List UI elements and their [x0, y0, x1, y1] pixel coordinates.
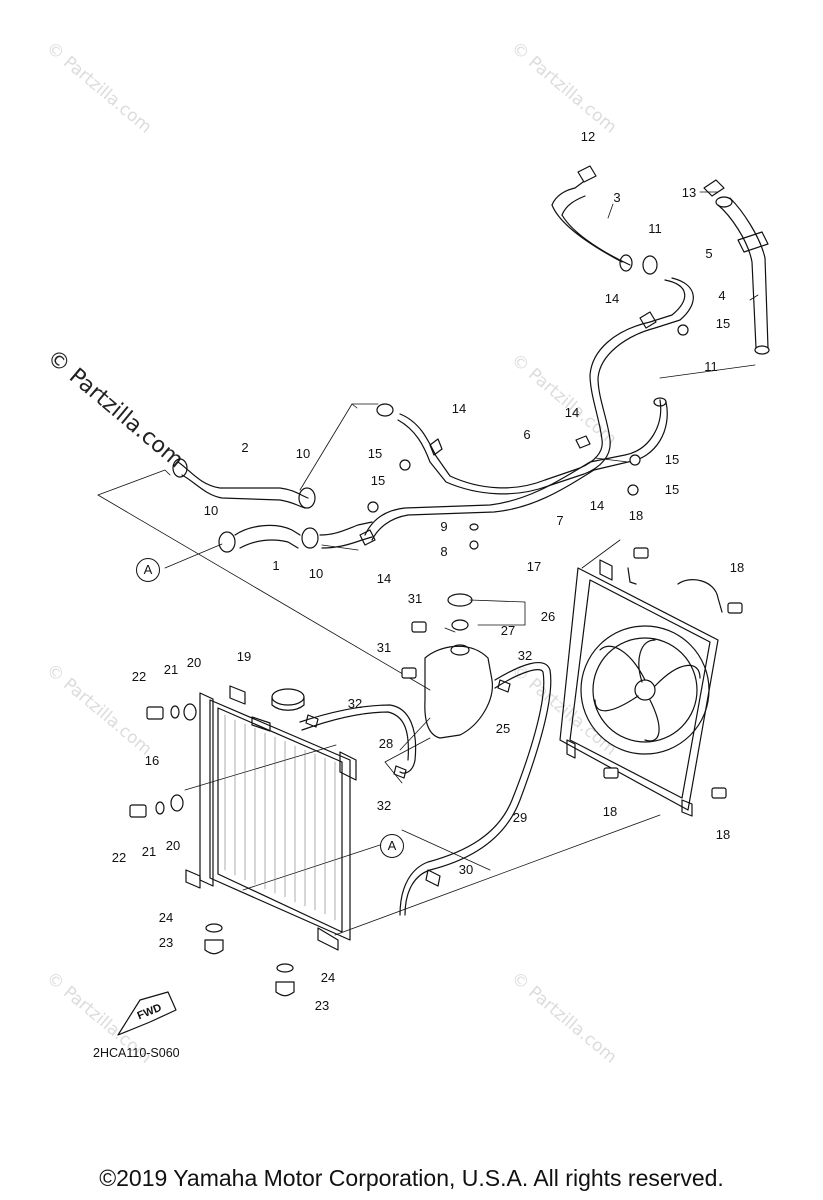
grommet-24: [205, 923, 294, 973]
callout-21: 21: [141, 844, 157, 859]
callout-24: 24: [158, 910, 174, 925]
grommet-23: [204, 939, 295, 997]
fwd-arrow: [117, 991, 177, 1036]
callout-14: 14: [451, 401, 467, 416]
callout-15: 15: [370, 473, 386, 488]
callout-11: 11: [704, 359, 718, 374]
callout-26: 26: [540, 609, 556, 624]
callout-11: 11: [648, 221, 662, 236]
callout-15: 15: [715, 316, 731, 331]
reference-marker-a: A: [380, 834, 404, 858]
grommet-20: [170, 703, 197, 812]
callout-15: 15: [664, 482, 680, 497]
clip-32: [393, 765, 407, 779]
copyright-notice: ©2019 Yamaha Motor Corporation, U.S.A. A…: [99, 1165, 724, 1191]
callout-14: 14: [604, 291, 620, 306]
callout-21: 21: [163, 662, 179, 677]
callout-10: 10: [203, 503, 219, 518]
hose-4: [715, 196, 770, 355]
bracket-5: [737, 231, 769, 253]
callout-1: 1: [272, 558, 280, 573]
callout-16: 16: [144, 753, 160, 768]
callout-32: 32: [517, 648, 533, 663]
callout-31: 31: [407, 591, 423, 606]
reference-marker-a: A: [136, 558, 160, 582]
callout-23: 23: [314, 998, 330, 1013]
bolt-15: [367, 324, 689, 513]
callout-7: 7: [556, 513, 564, 528]
callout-19: 19: [236, 649, 252, 664]
callout-23: 23: [158, 935, 174, 950]
clamp-10: [301, 527, 319, 549]
callout-22: 22: [111, 850, 127, 865]
hose-28: [299, 704, 417, 774]
radiator-cap-19: [271, 688, 305, 711]
callout-30: 30: [458, 862, 474, 877]
cap-26: [447, 593, 473, 631]
callout-5: 5: [705, 246, 713, 261]
clip-30: [425, 869, 441, 887]
callout-32: 32: [347, 696, 363, 711]
callout-17: 17: [526, 559, 542, 574]
diagram-code: 2HCA110-S060: [93, 1046, 180, 1060]
hose-3: [551, 181, 633, 272]
clip-12: [577, 165, 597, 183]
callout-2: 2: [241, 440, 249, 455]
washer-9: [469, 523, 479, 531]
clip-32: [305, 714, 319, 728]
bolt-18: [603, 547, 743, 799]
clamp-13: [703, 179, 725, 197]
hose-2: [172, 458, 309, 509]
hose-29: [404, 661, 552, 916]
callout-18: 18: [628, 508, 644, 523]
pipe-7: [364, 397, 668, 541]
callout-13: 13: [681, 185, 697, 200]
callout-10: 10: [295, 446, 311, 461]
callout-14: 14: [564, 405, 580, 420]
callout-20: 20: [165, 838, 181, 853]
callout-22: 22: [131, 669, 147, 684]
callout-31: 31: [376, 640, 392, 655]
callout-18: 18: [729, 560, 745, 575]
callout-27: 27: [500, 623, 516, 638]
clip-32: [497, 679, 511, 693]
callout-8: 8: [440, 544, 448, 559]
fan-assembly-17: [559, 559, 723, 817]
callout-18: 18: [602, 804, 618, 819]
callout-28: 28: [378, 736, 394, 751]
callout-25: 25: [495, 721, 511, 736]
callout-15: 15: [664, 452, 680, 467]
callout-32: 32: [376, 798, 392, 813]
callout-6: 6: [523, 427, 531, 442]
callout-4: 4: [718, 288, 726, 303]
callout-18: 18: [715, 827, 731, 842]
callout-12: 12: [580, 129, 596, 144]
pipe-6: [376, 277, 694, 495]
callout-20: 20: [186, 655, 202, 670]
radiator-16: [185, 685, 357, 951]
bracket-14: [359, 311, 657, 546]
callout-15: 15: [367, 446, 383, 461]
reservoir-25: [424, 644, 493, 739]
callout-14: 14: [376, 571, 392, 586]
callout-9: 9: [440, 519, 448, 534]
callout-10: 10: [308, 566, 324, 581]
callout-3: 3: [613, 190, 621, 205]
clamp-11: [642, 255, 658, 275]
clamp-10: [218, 531, 236, 553]
bolt-8: [469, 540, 479, 550]
bolt-22: [129, 706, 164, 818]
callout-24: 24: [320, 970, 336, 985]
callout-14: 14: [589, 498, 605, 513]
bolt-31: [401, 621, 427, 679]
spacer-21: [155, 705, 180, 815]
clamp-10: [298, 487, 316, 509]
callout-29: 29: [512, 810, 528, 825]
